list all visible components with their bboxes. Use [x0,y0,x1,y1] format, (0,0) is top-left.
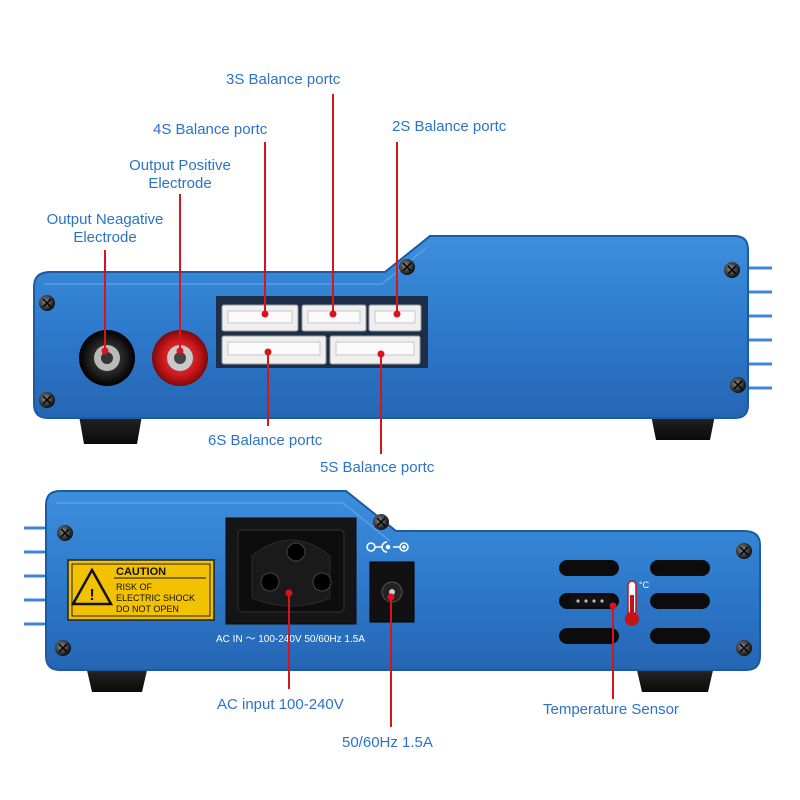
label-output-negative-line1: Output Neagative [46,211,164,228]
svg-text:!: ! [89,587,94,604]
caution-title: CAUTION [116,566,166,578]
charger-front-panel [33,235,772,444]
label-output-negative: Output Neagative Electrode [30,211,180,247]
label-output-negative-line2: Electrode [73,229,137,246]
label-dc-rating: 50/60Hz 1.5A [342,734,433,751]
label-6s-balance-port: 6S Balance portc [208,432,323,449]
temperature-sensor-port[interactable] [571,596,611,606]
dc-polarity-icon [366,541,409,553]
foot-right-rear [636,666,714,692]
warning-triangle-icon [70,567,114,606]
caution-line: RISK OF [116,582,153,592]
label-ac-input: AC input 100-240V [217,696,344,713]
leader-lines-upper [101,94,401,454]
thermometer-icon [625,580,639,626]
temperature-unit: °C [639,580,650,590]
leader-lines-lower [285,589,617,727]
label-4s-balance-port: 4S Balance portc [153,121,268,138]
cooling-fins-left [24,526,46,626]
charger-rear-panel: ! CAUTION RISK OF ELECTRIC SHOCK DO NOT … [24,490,761,692]
label-3s-balance-port: 3S Balance portc [226,71,341,88]
output-negative-terminal[interactable] [79,330,135,386]
balance-connector-5s[interactable] [329,335,421,365]
label-2s-balance-port: 2S Balance portc [392,118,507,135]
cooling-fins-right [745,266,772,390]
output-positive-terminal[interactable] [152,330,208,386]
foot-left-rear [86,666,148,692]
label-temperature-sensor: Temperature Sensor [543,701,679,718]
screw-icon [39,259,746,408]
caution-line: DO NOT OPEN [116,604,179,614]
label-output-positive-line1: Output Positive [129,157,231,174]
label-output-positive-line2: Electrode [148,175,212,192]
label-output-positive: Output Positive Electrode [113,157,247,193]
vent-slots [559,560,710,644]
screw-icon [55,514,752,656]
label-5s-balance-port: 5S Balance portc [320,459,435,476]
balance-connector-2s[interactable] [368,304,422,332]
balance-connector-6s[interactable] [221,335,327,365]
ac-inlet[interactable] [225,517,357,625]
balance-connector-4s[interactable] [221,304,299,332]
caution-label: ! CAUTION RISK OF ELECTRIC SHOCK DO NOT … [67,559,215,621]
caution-line: ELECTRIC SHOCK [116,593,195,603]
ac-marking: AC IN ～ 100-240V 50/60Hz 1.5A [216,634,365,645]
